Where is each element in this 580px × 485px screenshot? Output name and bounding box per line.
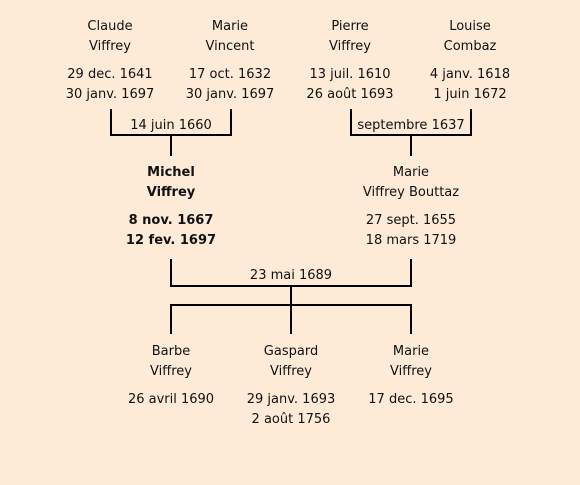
connector-line bbox=[470, 109, 472, 136]
person-first-name: Marie bbox=[392, 344, 430, 359]
person-first-name: Claude bbox=[87, 19, 133, 34]
connector-line bbox=[230, 109, 232, 136]
person-birth-date: 4 janv. 1618 bbox=[429, 67, 511, 82]
person-first-name: Marie bbox=[211, 19, 249, 34]
person-death-date: 18 mars 1719 bbox=[365, 233, 457, 248]
person-last-name: Viffrey bbox=[270, 364, 312, 379]
person-marie-viffrey-bouttaz: Marie Viffrey Bouttaz 27 sept. 1655 18 m… bbox=[351, 163, 471, 251]
person-birth-date: 26 avril 1690 bbox=[127, 392, 215, 407]
person-last-name: Viffrey bbox=[89, 39, 131, 54]
person-marie-vincent: Marie Vincent 17 oct. 1632 30 janv. 1697 bbox=[170, 17, 290, 105]
person-first-name: Michel bbox=[147, 165, 195, 180]
person-death-date: 2 août 1756 bbox=[251, 412, 331, 427]
connector-line bbox=[290, 304, 292, 334]
person-louise-combaz: Louise Combaz 4 janv. 1618 1 juin 1672 bbox=[410, 17, 530, 105]
person-first-name: Pierre bbox=[331, 19, 369, 34]
person-birth-date: 13 juil. 1610 bbox=[309, 67, 391, 82]
person-marie-viffrey: Marie Viffrey 17 dec. 1695 bbox=[351, 342, 471, 410]
connector-line bbox=[410, 304, 412, 334]
person-birth-date: 17 oct. 1632 bbox=[188, 67, 272, 82]
person-claude-viffrey: Claude Viffrey 29 dec. 1641 30 janv. 169… bbox=[50, 17, 170, 105]
person-death-date: 30 janv. 1697 bbox=[65, 87, 155, 102]
person-last-name: Viffrey bbox=[329, 39, 371, 54]
connector-line bbox=[410, 259, 412, 287]
person-first-name: Marie bbox=[392, 165, 430, 180]
person-birth-date: 29 janv. 1693 bbox=[246, 392, 336, 407]
person-last-name: Vincent bbox=[205, 39, 255, 54]
connector-line bbox=[170, 134, 172, 156]
person-barbe-viffrey: Barbe Viffrey 26 avril 1690 bbox=[111, 342, 231, 410]
person-death-date: 26 août 1693 bbox=[306, 87, 394, 102]
person-last-name: Viffrey Bouttaz bbox=[362, 185, 460, 200]
connector-line bbox=[410, 134, 412, 156]
person-last-name: Viffrey bbox=[146, 185, 196, 200]
person-birth-date: 27 sept. 1655 bbox=[365, 213, 457, 228]
person-death-date: 12 fev. 1697 bbox=[125, 233, 217, 248]
person-first-name: Barbe bbox=[151, 344, 191, 359]
marriage-date: septembre 1637 bbox=[357, 118, 465, 133]
marriage-date: 23 mai 1689 bbox=[249, 268, 333, 283]
person-death-date: 30 janv. 1697 bbox=[185, 87, 275, 102]
connector-line bbox=[110, 109, 112, 136]
person-first-name: Gaspard bbox=[263, 344, 319, 359]
connector-line bbox=[170, 304, 172, 334]
person-last-name: Viffrey bbox=[150, 364, 192, 379]
person-birth-date: 8 nov. 1667 bbox=[128, 213, 214, 228]
marriage-date: 14 juin 1660 bbox=[130, 118, 212, 133]
person-pierre-viffrey: Pierre Viffrey 13 juil. 1610 26 août 169… bbox=[290, 17, 410, 105]
person-michel-viffrey: Michel Viffrey 8 nov. 1667 12 fev. 1697 bbox=[111, 163, 231, 251]
connector-line bbox=[290, 285, 292, 305]
person-gaspard-viffrey: Gaspard Viffrey 29 janv. 1693 2 août 175… bbox=[231, 342, 351, 430]
connector-line bbox=[170, 259, 172, 287]
person-first-name: Louise bbox=[449, 19, 491, 34]
connector-line bbox=[350, 109, 352, 136]
person-death-date: 1 juin 1672 bbox=[433, 87, 507, 102]
person-last-name: Combaz bbox=[443, 39, 497, 54]
person-birth-date: 29 dec. 1641 bbox=[67, 67, 153, 82]
person-birth-date: 17 dec. 1695 bbox=[368, 392, 454, 407]
person-last-name: Viffrey bbox=[390, 364, 432, 379]
